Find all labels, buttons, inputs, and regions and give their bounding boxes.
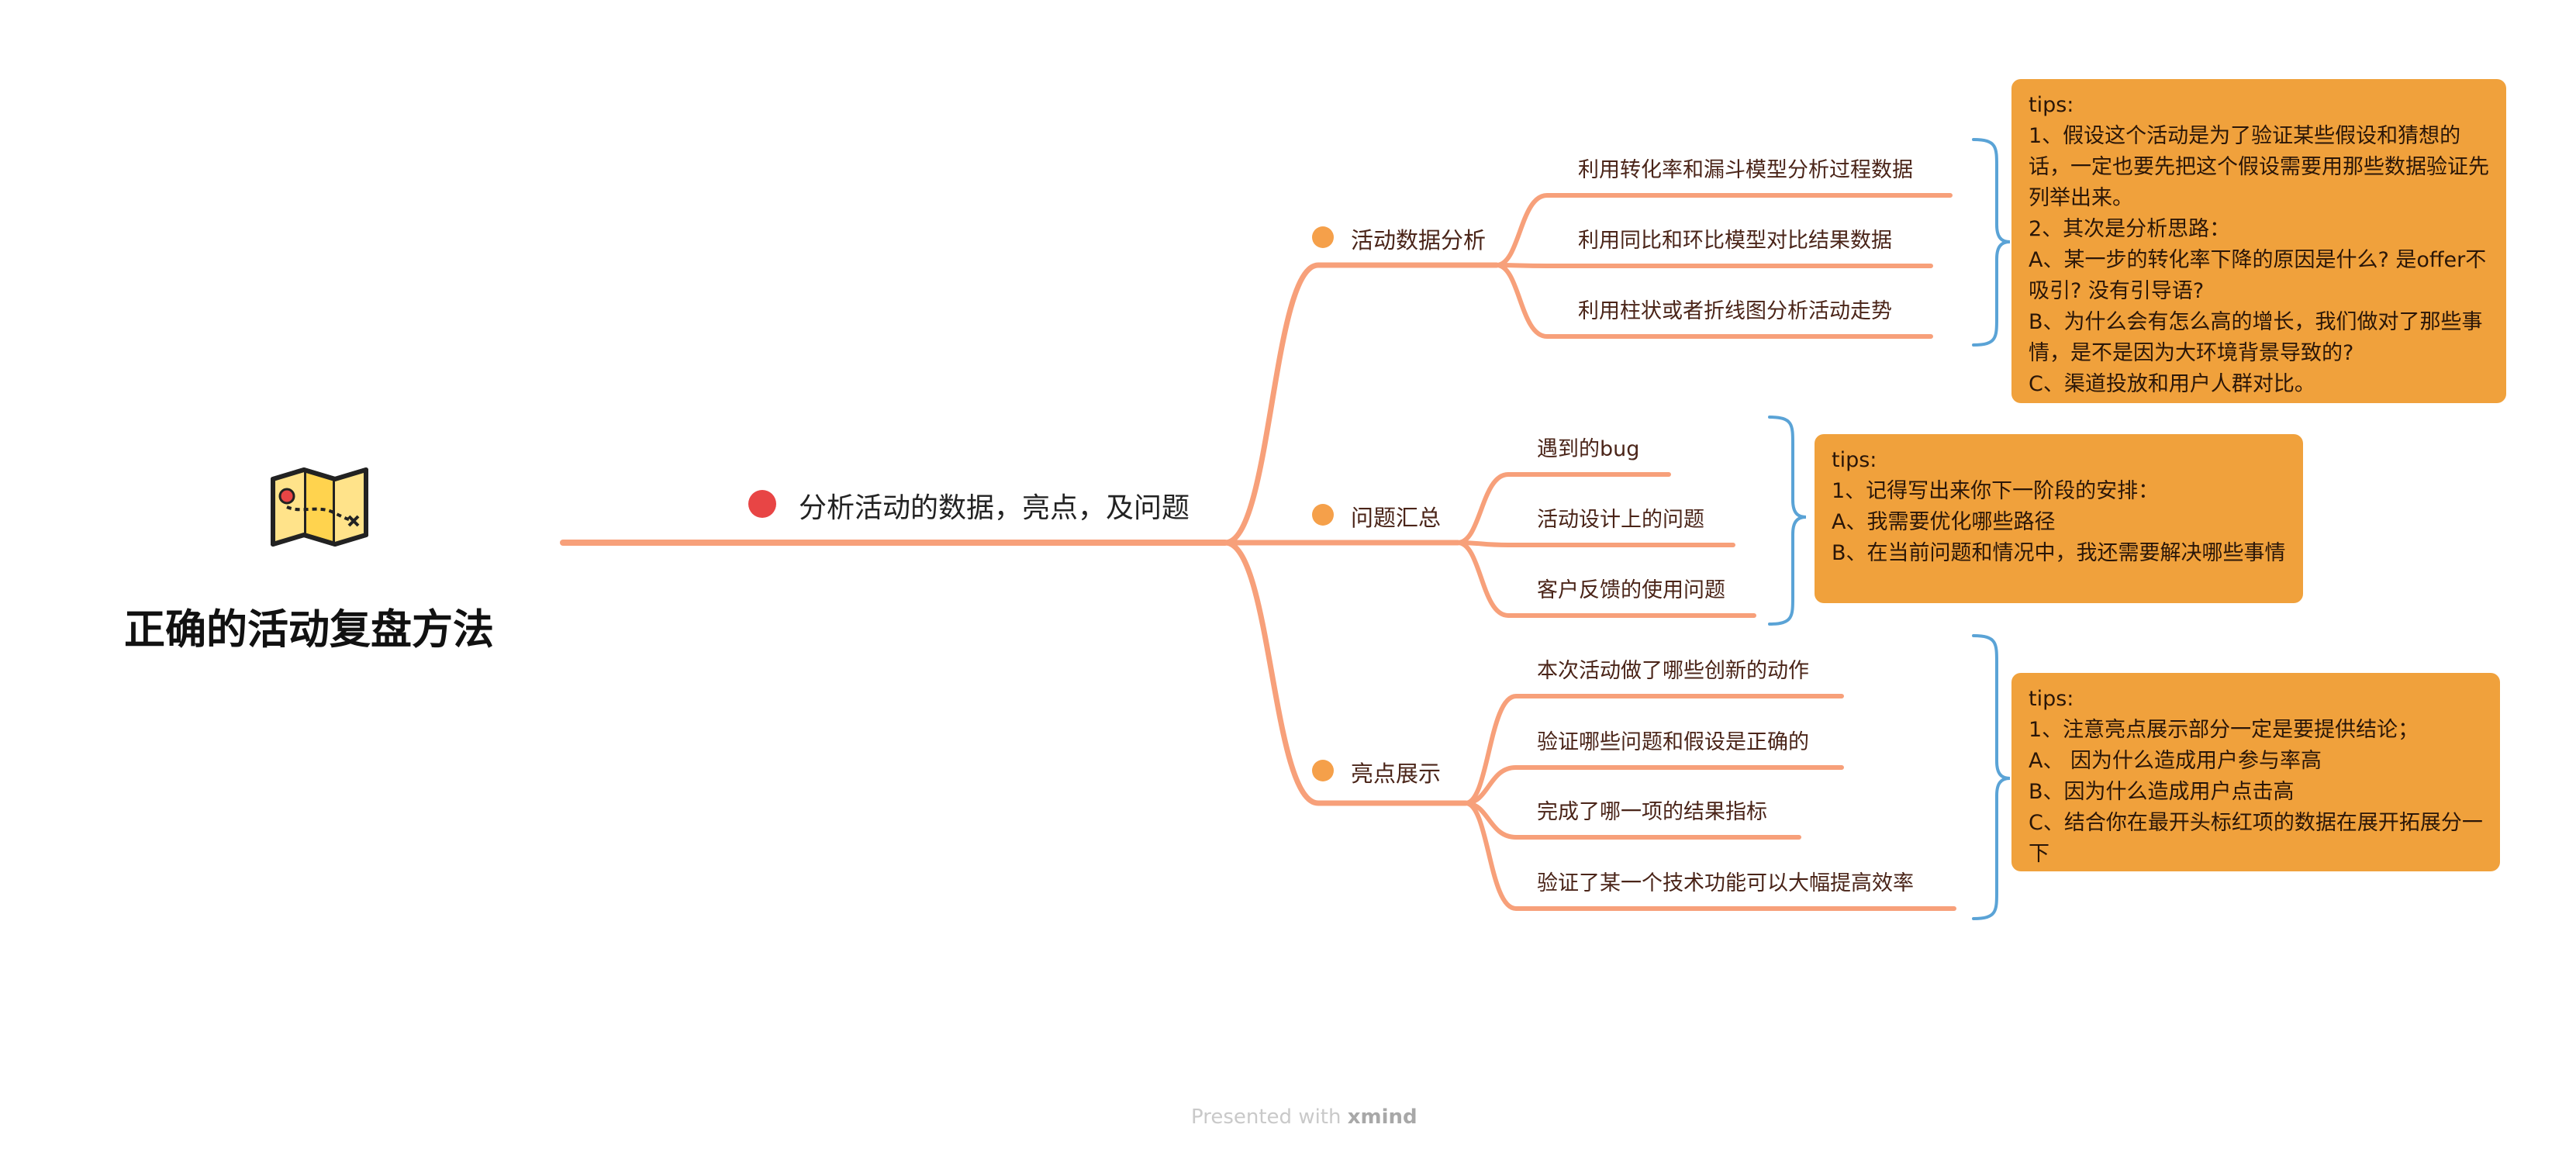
leaf-2-2[interactable]: 活动设计上的问题 (1537, 508, 1704, 532)
main-topic-marker (748, 490, 776, 518)
main-topic-label[interactable]: 分析活动的数据，亮点，及问题 (799, 492, 1190, 524)
footer-prefix: Presented with (1191, 1105, 1342, 1129)
tips-3-heading: tips: (2029, 687, 2074, 711)
leaf-1-1[interactable]: 利用转化率和漏斗模型分析过程数据 (1578, 158, 1913, 182)
tips-1-line: 1、假设这个活动是为了验证某些假设和猜想的话，一定也要先把这个假设需要用那些数据… (2029, 124, 2489, 210)
tips-3-line: A、 因为什么造成用户参与率高 (2029, 749, 2322, 773)
connector-branch-1 (1222, 262, 1500, 546)
branch-2-label[interactable]: 问题汇总 (1351, 505, 1442, 531)
connector-leaf-3-2 (1463, 765, 1844, 805)
branch-3-marker (1312, 760, 1334, 781)
leaf-3-3[interactable]: 完成了哪一项的结果指标 (1537, 800, 1767, 824)
connector-leaf-3-4 (1463, 801, 1956, 911)
tips-1-line: A、某一步的转化率下降的原因是什么? 是offer不吸引? 没有引导语? (2029, 248, 2487, 303)
summary-bracket-3 (1972, 634, 2011, 920)
branch-1-marker (1312, 226, 1334, 248)
connector-leaf-2-3 (1455, 540, 1756, 618)
leaf-1-3[interactable]: 利用柱状或者折线图分析活动走势 (1578, 299, 1892, 323)
xmind-brand: xmind (1347, 1105, 1417, 1129)
leaf-3-1[interactable]: 本次活动做了哪些创新的动作 (1537, 659, 1809, 683)
leaf-2-1[interactable]: 遇到的bug (1537, 437, 1640, 461)
tips-3-line: 1、注意亮点展示部分一定是要提供结论； (2029, 718, 2419, 742)
tips-1-line: C、渠道投放和用户人群对比。 (2029, 372, 2315, 396)
connector-leaf-1-3 (1494, 263, 1933, 339)
tips-box-3[interactable]: tips: 1、注意亮点展示部分一定是要提供结论； A、 因为什么造成用户参与率… (2011, 673, 2500, 871)
leaf-3-4[interactable]: 验证了某一个技术功能可以大幅提高效率 (1537, 871, 1914, 895)
connector-leaf-2-1 (1455, 472, 1671, 545)
branch-1-label[interactable]: 活动数据分析 (1351, 227, 1487, 254)
tips-1-line: 2、其次是分析思路： (2029, 217, 2231, 241)
root-topic-title[interactable]: 正确的活动复盘方法 (124, 606, 494, 654)
branch-2-marker (1312, 504, 1334, 526)
connector-branch-3 (1222, 540, 1469, 806)
tips-3-line: B、因为什么造成用户点击高 (2029, 780, 2295, 804)
tips-box-2[interactable]: tips: 1、记得写出来你下一阶段的安排： A、我需要优化哪些路径 B、在当前… (1815, 434, 2303, 603)
connector-leaf-3-1 (1463, 694, 1844, 805)
tips-1-line: B、为什么会有怎么高的增长，我们做对了那些事情，是不是因为大环境背景导致的? (2029, 310, 2483, 365)
tips-2-line: A、我需要优化哪些路径 (1832, 510, 2056, 534)
folded-map-icon (271, 467, 368, 547)
leaf-1-2[interactable]: 利用同比和环比模型对比结果数据 (1578, 229, 1892, 253)
leaf-2-3[interactable]: 客户反馈的使用问题 (1537, 578, 1725, 602)
tips-1-heading: tips: (2029, 93, 2074, 117)
summary-bracket-1 (1972, 138, 2011, 347)
tips-2-heading: tips: (1832, 448, 1877, 472)
connector-leaf-1-2 (1494, 263, 1933, 268)
summary-bracket-2 (1768, 416, 1807, 626)
presented-with-footer: Presented with xmind (1191, 1105, 1417, 1129)
branch-3-label[interactable]: 亮点展示 (1351, 761, 1442, 787)
tips-3-line: C、结合你在最开头标红项的数据在展开拓展分一下 (2029, 811, 2483, 866)
connector-leaf-2-2 (1455, 540, 1735, 547)
tips-box-1[interactable]: tips: 1、假设这个活动是为了验证某些假设和猜想的话，一定也要先把这个假设需… (2011, 79, 2506, 403)
tips-2-line: B、在当前问题和情况中，我还需要解决哪些事情 (1832, 541, 2286, 565)
leaf-3-2[interactable]: 验证哪些问题和假设是正确的 (1537, 730, 1809, 754)
connector-leaf-1-1 (1494, 193, 1953, 267)
tips-2-line: 1、记得写出来你下一阶段的安排： (1832, 479, 2160, 503)
